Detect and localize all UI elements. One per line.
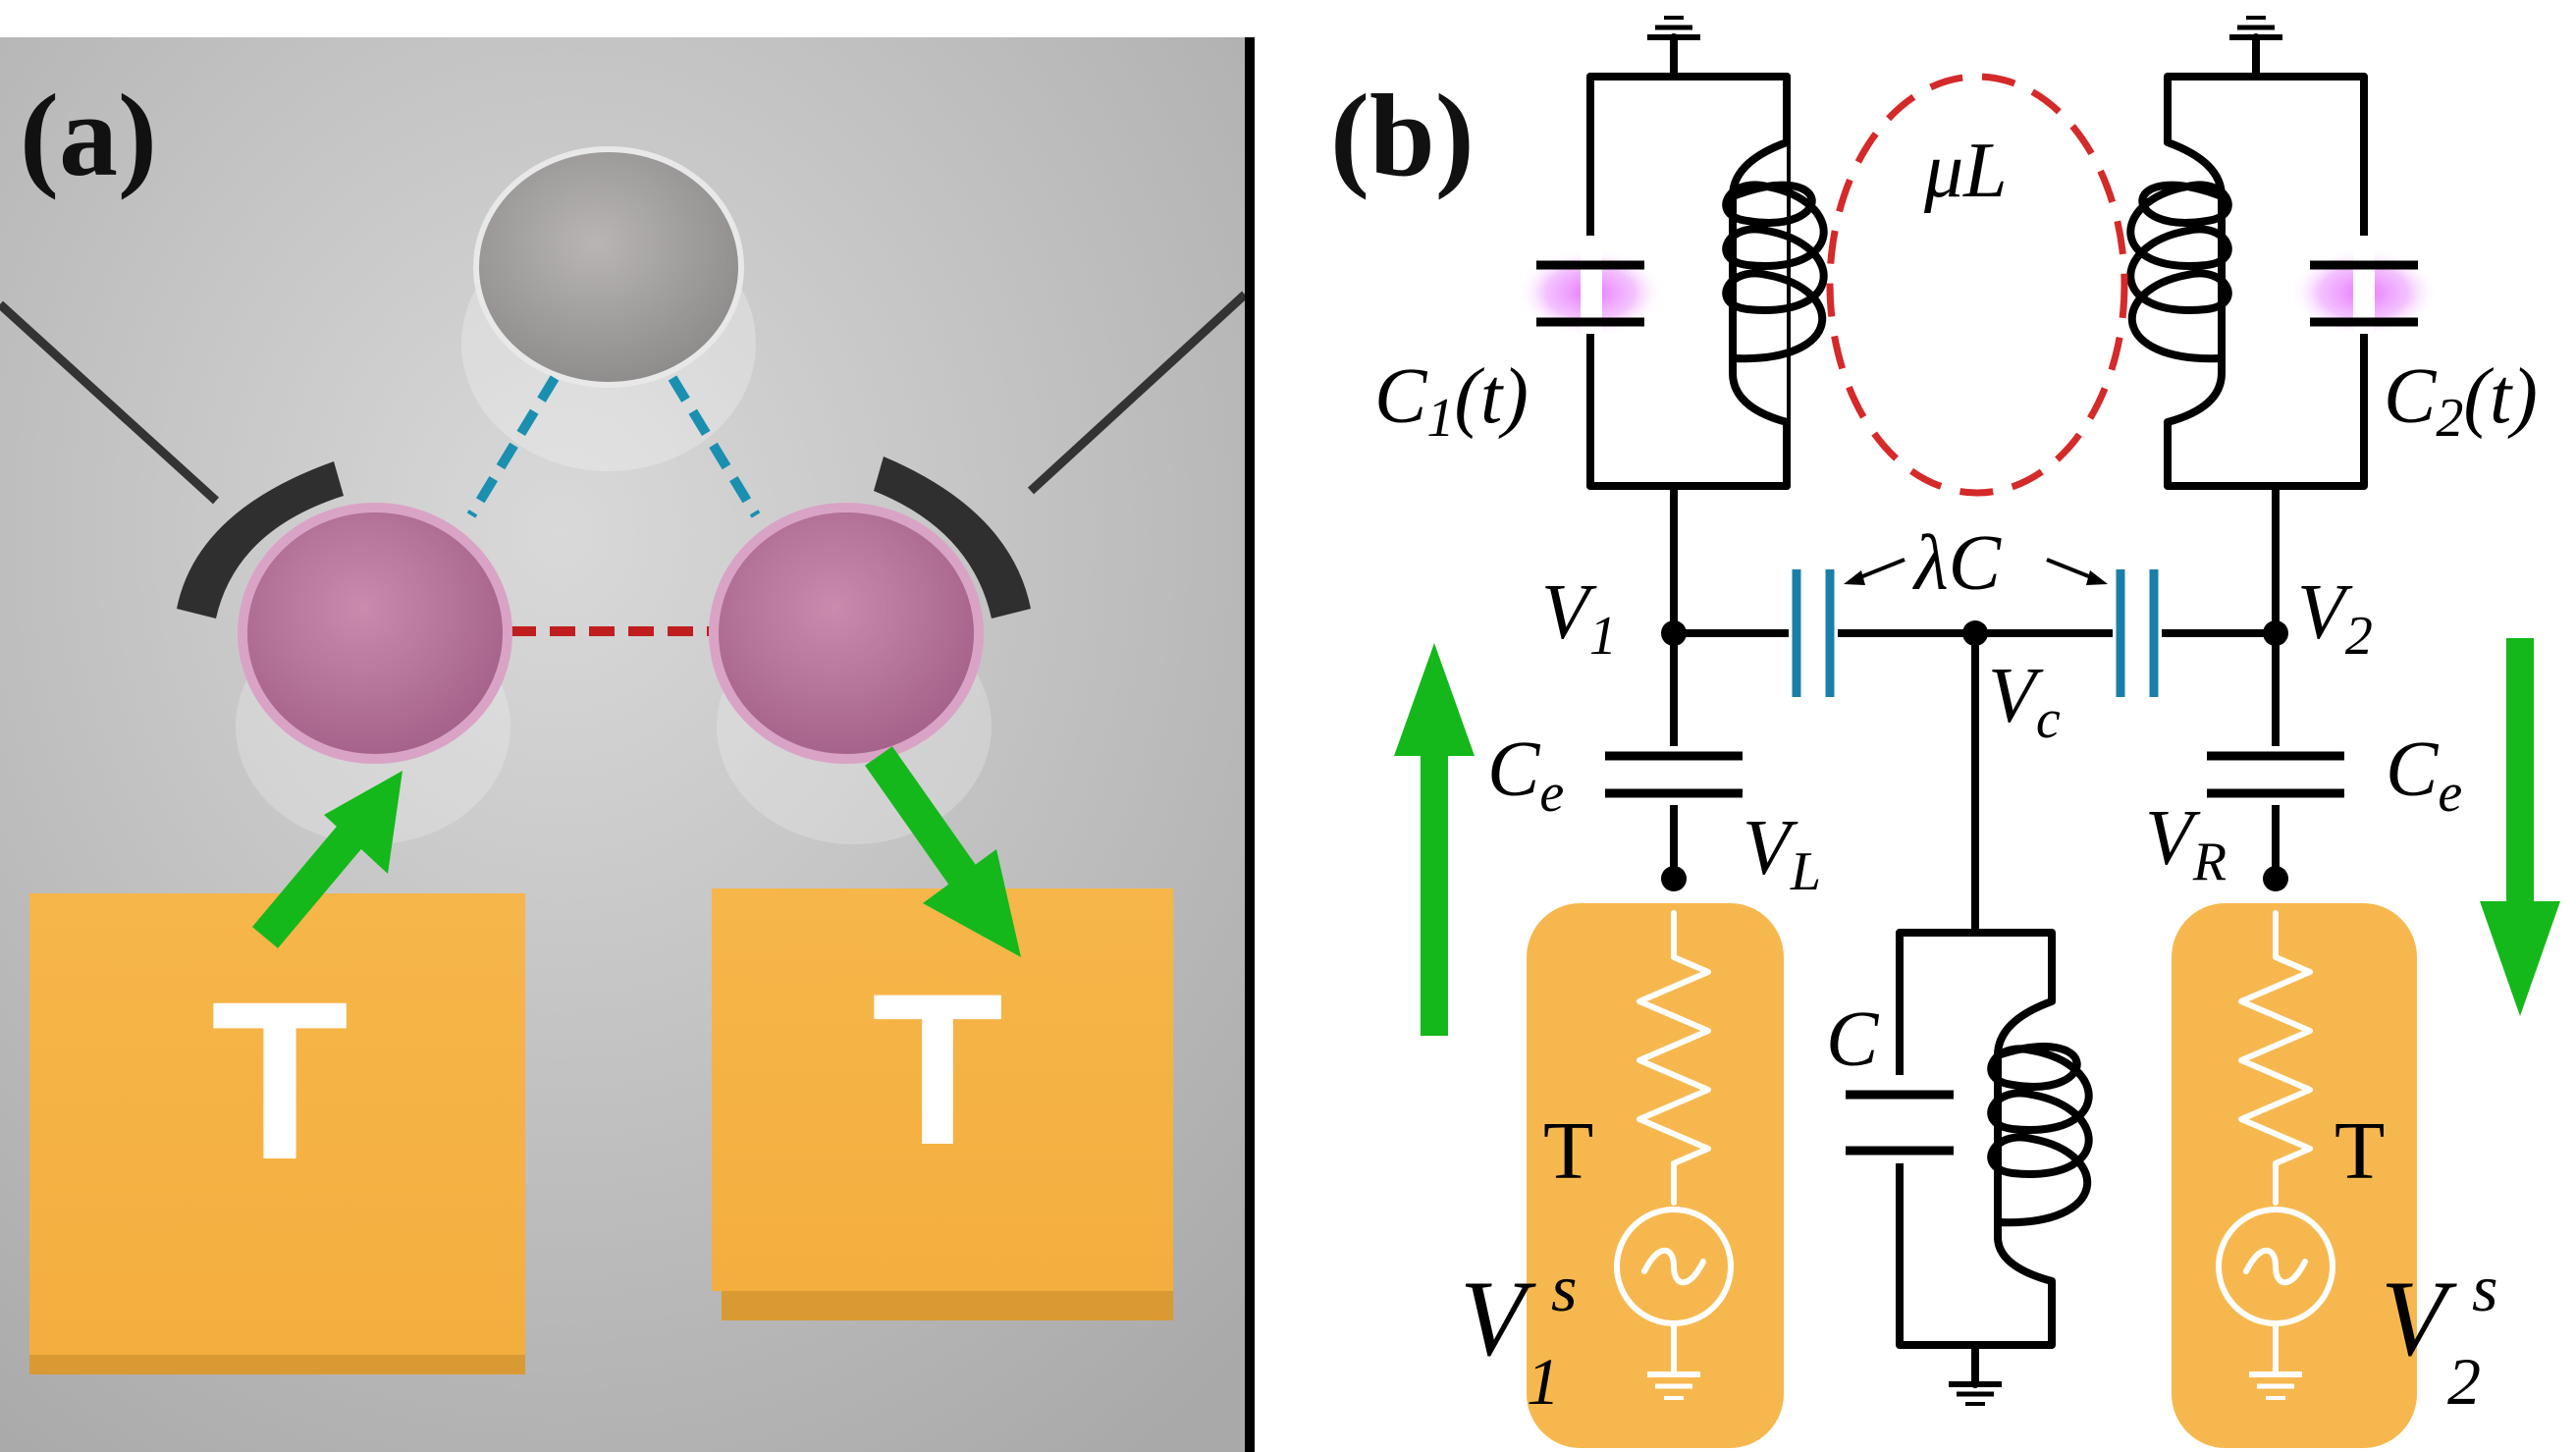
ground-top-left-icon — [1647, 16, 1700, 81]
reservoir-left-top — [29, 893, 525, 1355]
heat-flow-up-arrow-icon — [1394, 643, 1475, 1036]
reservoir-right-label: T — [872, 948, 1003, 1190]
source-left-sup: s — [1551, 1251, 1577, 1325]
node-vc — [1962, 620, 1988, 646]
resistor-left-icon — [1637, 910, 1711, 1206]
reservoir-box-left: T V s 1 — [1460, 903, 1784, 1448]
temp-left-label: T — [1543, 1105, 1593, 1197]
reservoir-right-top — [712, 888, 1173, 1291]
resonator-2-circuit — [2126, 73, 2438, 490]
support-rod-left — [0, 300, 220, 505]
coupling-capacitor-left-icon — [1789, 565, 1838, 702]
v2-label: V2 — [2297, 569, 2373, 667]
center-cap-label: C — [1826, 996, 1880, 1083]
node-v2 — [2263, 620, 2288, 646]
resistor-right-icon — [2238, 910, 2313, 1206]
panel-divider — [1245, 37, 1255, 1452]
coupling-line-right — [668, 375, 761, 518]
panel-b-label: (b) — [1330, 70, 1475, 200]
inductor-1-icon — [1722, 181, 1828, 363]
coupling-pointer-left-icon — [1844, 558, 1905, 585]
temp-right-label: T — [2334, 1105, 2385, 1197]
panel-b: (b) — [1330, 16, 2560, 1448]
v1-label: V1 — [1541, 569, 1617, 667]
coupling-line-left — [466, 375, 560, 518]
vr-label: VR — [2145, 795, 2227, 892]
support-rod-right — [1027, 291, 1249, 495]
cap-2-label: C2(t) — [2384, 353, 2538, 449]
reservoir-right: T — [712, 888, 1173, 1320]
panel-a-label: (a) — [20, 70, 157, 200]
cap-1-label: C1(t) — [1374, 353, 1529, 449]
mutual-inductance-label: μL — [1923, 128, 2008, 214]
heat-arrow-out-icon — [865, 746, 1021, 957]
source-right-label: V — [2381, 1259, 2457, 1378]
heat-arrow-in-icon — [251, 771, 402, 948]
source-right-sub: 2 — [2447, 1344, 2481, 1419]
reservoir-box-right-bg — [2172, 903, 2417, 1448]
vl-label: VL — [1743, 805, 1821, 902]
heat-flow-down-arrow-icon — [2480, 638, 2560, 1016]
source-left-label: V — [1460, 1259, 1536, 1378]
ce-right-label: Ce — [2386, 726, 2462, 824]
capacitor-e-left-icon — [1605, 746, 1743, 805]
coupling-cap-label: λC — [1912, 520, 2003, 607]
reservoir-left-side — [29, 1355, 525, 1374]
reservoir-right-side — [722, 1291, 1173, 1320]
resonator-1-circuit — [1517, 69, 1828, 501]
resonator-center — [473, 146, 744, 388]
reservoir-box-left-bg — [1527, 903, 1784, 1448]
reservoir-box-right: T V s 2 — [2172, 903, 2497, 1448]
ce-left-label: Ce — [1487, 726, 1564, 824]
shield-right-icon — [874, 457, 1031, 618]
resonator-right — [709, 503, 984, 764]
panel-a: T T (a) — [0, 37, 1249, 1452]
coupling-capacitor-right-icon — [2113, 565, 2162, 702]
coupling-pointer-right-icon — [2046, 558, 2108, 585]
node-v1 — [1661, 620, 1687, 646]
inductor-2-icon — [2126, 181, 2232, 363]
reservoir-left: T — [29, 893, 525, 1374]
center-inductor-icon — [1987, 1043, 2093, 1227]
ground-top-right-icon — [2229, 16, 2282, 81]
resonator-left — [238, 503, 512, 764]
source-right-sup: s — [2472, 1251, 2497, 1325]
vc-label: Vc — [1988, 653, 2061, 750]
center-lc-circuit: C — [1826, 929, 2093, 1349]
node-vl — [1661, 866, 1687, 891]
mutual-inductance-loop — [1826, 73, 2128, 497]
reservoir-left-label: T — [211, 954, 349, 1207]
capacitor-e-right-icon — [2207, 746, 2344, 805]
node-vr — [2263, 866, 2288, 891]
source-left-sub: 1 — [1527, 1344, 1560, 1419]
shield-left-icon — [177, 461, 344, 618]
ground-center-icon — [1949, 1341, 2002, 1406]
